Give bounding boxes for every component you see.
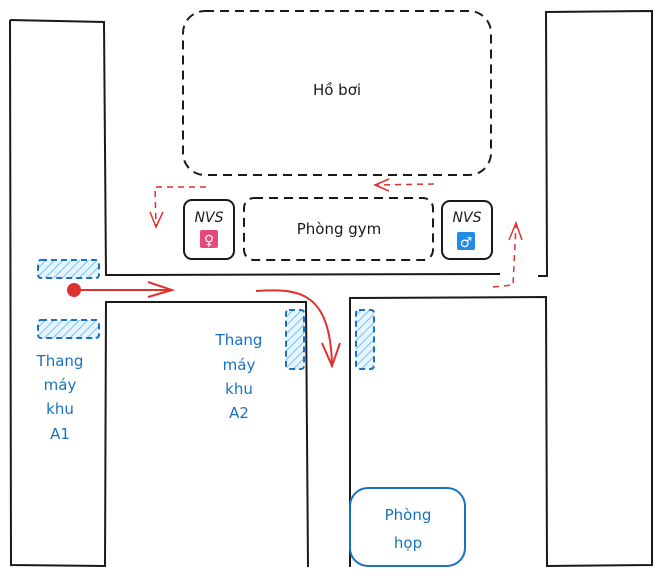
route-arrowhead-down xyxy=(321,342,341,369)
right-building-wall xyxy=(349,9,653,568)
elevator-a1-label-line1: Thang xyxy=(36,352,84,370)
elevator-a1-label-line4: A1 xyxy=(50,425,70,443)
route-dashed-left xyxy=(374,183,435,186)
left-building-wall xyxy=(9,19,501,568)
elevator-a1-top xyxy=(37,259,100,279)
female-restroom-label: NVS xyxy=(195,210,224,226)
male-restroom-label: NVS xyxy=(453,210,482,226)
route-dashed-left-down xyxy=(154,186,206,227)
gym-label: Phòng gym xyxy=(297,220,382,238)
elevator-a1-label-line2: máy xyxy=(44,376,77,394)
route-dashed-left-arrowhead xyxy=(373,178,390,192)
route-dashed-up-arrowhead xyxy=(508,220,523,241)
route-dashed-left-down-arrowhead xyxy=(149,211,164,229)
elevator-a2-label-line2: máy xyxy=(223,356,256,374)
elevator-a2 xyxy=(285,309,305,370)
elevator-a1-label-line3: khu xyxy=(46,400,74,418)
pool-label: Hồ bơi xyxy=(313,81,361,99)
male-symbol-icon xyxy=(457,232,475,250)
meeting-room-label-line1: Phòng xyxy=(385,506,432,524)
female-symbol-text: ♀ xyxy=(204,233,214,249)
elevator-a2-label-line1: Thang xyxy=(215,331,263,349)
route-arrowhead-start xyxy=(147,281,176,298)
meeting-room xyxy=(349,487,466,567)
pool-area xyxy=(182,10,492,176)
female-symbol-icon xyxy=(200,230,218,248)
elevator-a2-label-line3: khu xyxy=(225,380,253,398)
male-restroom xyxy=(441,200,493,260)
route-arrow-down xyxy=(255,289,333,366)
female-restroom xyxy=(183,199,235,260)
elevator-right xyxy=(355,309,375,370)
elevator-a2-label-line4: A2 xyxy=(229,404,249,422)
meeting-room-label-line2: họp xyxy=(394,534,422,552)
male-symbol-text: ♂ xyxy=(460,235,473,251)
elevator-a1-bottom xyxy=(37,319,100,339)
route-dashed-up xyxy=(492,223,517,288)
